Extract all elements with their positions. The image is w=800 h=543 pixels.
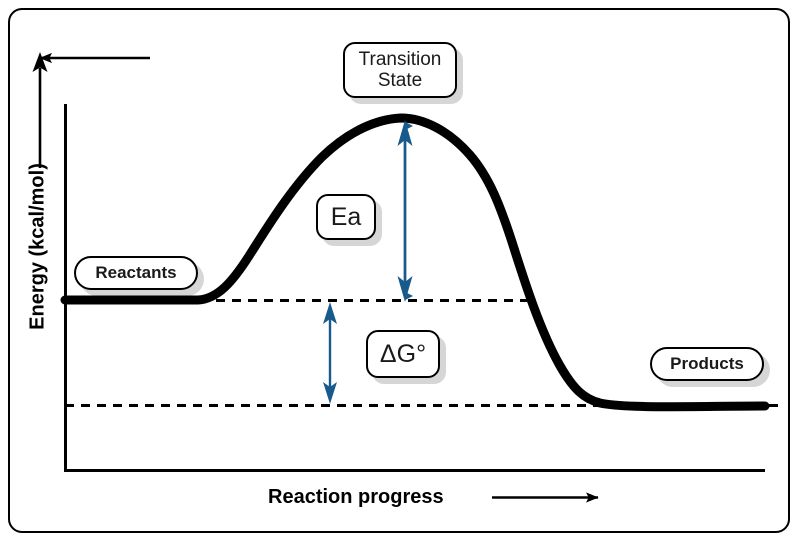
label-transition-state: Transition State [343, 42, 457, 98]
x-axis-title: Reaction progress [268, 486, 444, 508]
label-reactants: Reactants [74, 256, 198, 290]
y-axis-arrow-head-icon [32, 52, 48, 72]
delta-g-arrow-head-down-icon [323, 382, 337, 404]
label-delta-g: ΔG° [366, 330, 440, 378]
energy-profile-curve [60, 113, 770, 412]
delta-g-arrow-head-up-icon [323, 302, 337, 324]
ea-arrow-head-up-icon [397, 120, 413, 146]
ea-arrow-head-down-icon [397, 276, 413, 302]
label-ea: Ea [316, 194, 376, 240]
label-products: Products [650, 347, 764, 381]
y-axis-title: Energy (kcal/mol) [26, 163, 49, 330]
